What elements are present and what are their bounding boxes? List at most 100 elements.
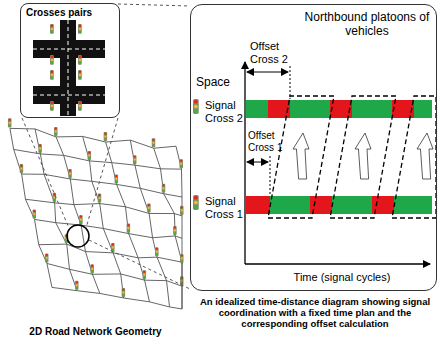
road — [164, 194, 182, 197]
traffic-light — [79, 215, 83, 224]
lamp — [98, 194, 100, 196]
lamp — [143, 277, 145, 279]
traffic-light — [173, 226, 177, 235]
lamp — [156, 254, 158, 256]
lamp — [181, 260, 183, 262]
lamp — [181, 206, 183, 208]
lamp — [51, 28, 53, 30]
traffic-light — [143, 270, 147, 279]
road — [55, 203, 56, 223]
lamp — [33, 216, 35, 218]
traffic-light — [115, 174, 119, 183]
lamp — [134, 159, 136, 161]
lamp — [194, 201, 198, 205]
lamp — [9, 122, 11, 124]
lamp — [39, 147, 41, 149]
road — [174, 214, 176, 236]
lamp — [143, 274, 145, 276]
inset-heading: Crosses pairs — [26, 7, 116, 19]
road — [90, 161, 112, 163]
panel-ground — [190, 4, 437, 291]
axes — [245, 62, 430, 264]
platoon-arrow — [417, 133, 433, 179]
rect-shape — [33, 86, 105, 104]
lamp — [51, 59, 53, 61]
inset-box: Crosses pairs — [20, 3, 120, 118]
traffic-light — [193, 99, 199, 114]
axis-label: Time (signal cycles) — [262, 271, 422, 284]
road — [113, 253, 121, 274]
lamp — [122, 294, 124, 296]
road — [176, 146, 181, 169]
lamp — [174, 232, 176, 234]
lamp — [112, 243, 114, 245]
lamp — [194, 109, 198, 113]
lamp — [33, 213, 35, 215]
traffic-light — [50, 55, 54, 65]
green-phase — [394, 196, 432, 214]
road — [10, 128, 14, 149]
road — [35, 219, 39, 244]
lamp — [152, 142, 154, 144]
road — [154, 148, 161, 169]
line-shape — [245, 263, 430, 264]
road — [70, 269, 93, 274]
lamp — [174, 229, 176, 231]
traffic-light — [152, 138, 156, 147]
lamp — [194, 196, 198, 200]
road — [81, 225, 85, 251]
road — [149, 213, 152, 237]
lamp — [122, 288, 124, 290]
lamp — [51, 102, 53, 104]
traffic-light — [90, 264, 94, 273]
road — [90, 161, 92, 181]
diagram-panel: Northbound platoons of vehicles — [190, 4, 437, 291]
lamp — [156, 248, 158, 250]
road — [125, 207, 149, 214]
traffic-light — [75, 281, 79, 290]
green-phase — [270, 196, 310, 214]
road — [154, 146, 176, 148]
road — [47, 263, 52, 287]
crossings — [33, 20, 105, 116]
lamp — [180, 165, 182, 167]
road — [164, 194, 175, 214]
lamp — [174, 226, 176, 228]
lamp — [46, 260, 48, 262]
lamp — [148, 207, 150, 209]
road — [117, 184, 141, 188]
line-shape — [68, 20, 69, 116]
platoon-band — [330, 96, 396, 218]
lamp — [76, 281, 78, 283]
lamp — [88, 151, 90, 153]
road — [85, 252, 113, 253]
road — [129, 234, 139, 258]
lamp — [51, 56, 53, 58]
traffic-lights — [50, 24, 82, 111]
lamp — [79, 102, 81, 104]
lamp — [76, 284, 78, 286]
road — [67, 244, 70, 269]
platoon-band — [268, 96, 334, 218]
road — [35, 129, 56, 137]
lamp — [69, 169, 71, 171]
traffic-light — [78, 101, 82, 111]
lamp — [152, 145, 154, 147]
g-shape — [33, 20, 105, 116]
traffic-light — [180, 254, 184, 263]
road — [103, 228, 128, 233]
lamp — [91, 271, 93, 273]
signal-label: Signal Cross 1 — [205, 195, 243, 220]
road — [92, 274, 99, 293]
lamp — [51, 25, 53, 27]
traffic-light — [193, 195, 199, 210]
line-shape — [89, 240, 190, 289]
lamp — [127, 224, 129, 226]
inset-ground — [20, 3, 120, 118]
traffic-light — [50, 24, 54, 34]
road — [92, 273, 120, 274]
road — [106, 142, 112, 163]
signal-icons — [193, 99, 199, 210]
lamp — [39, 144, 41, 146]
traffic-light — [162, 184, 166, 193]
